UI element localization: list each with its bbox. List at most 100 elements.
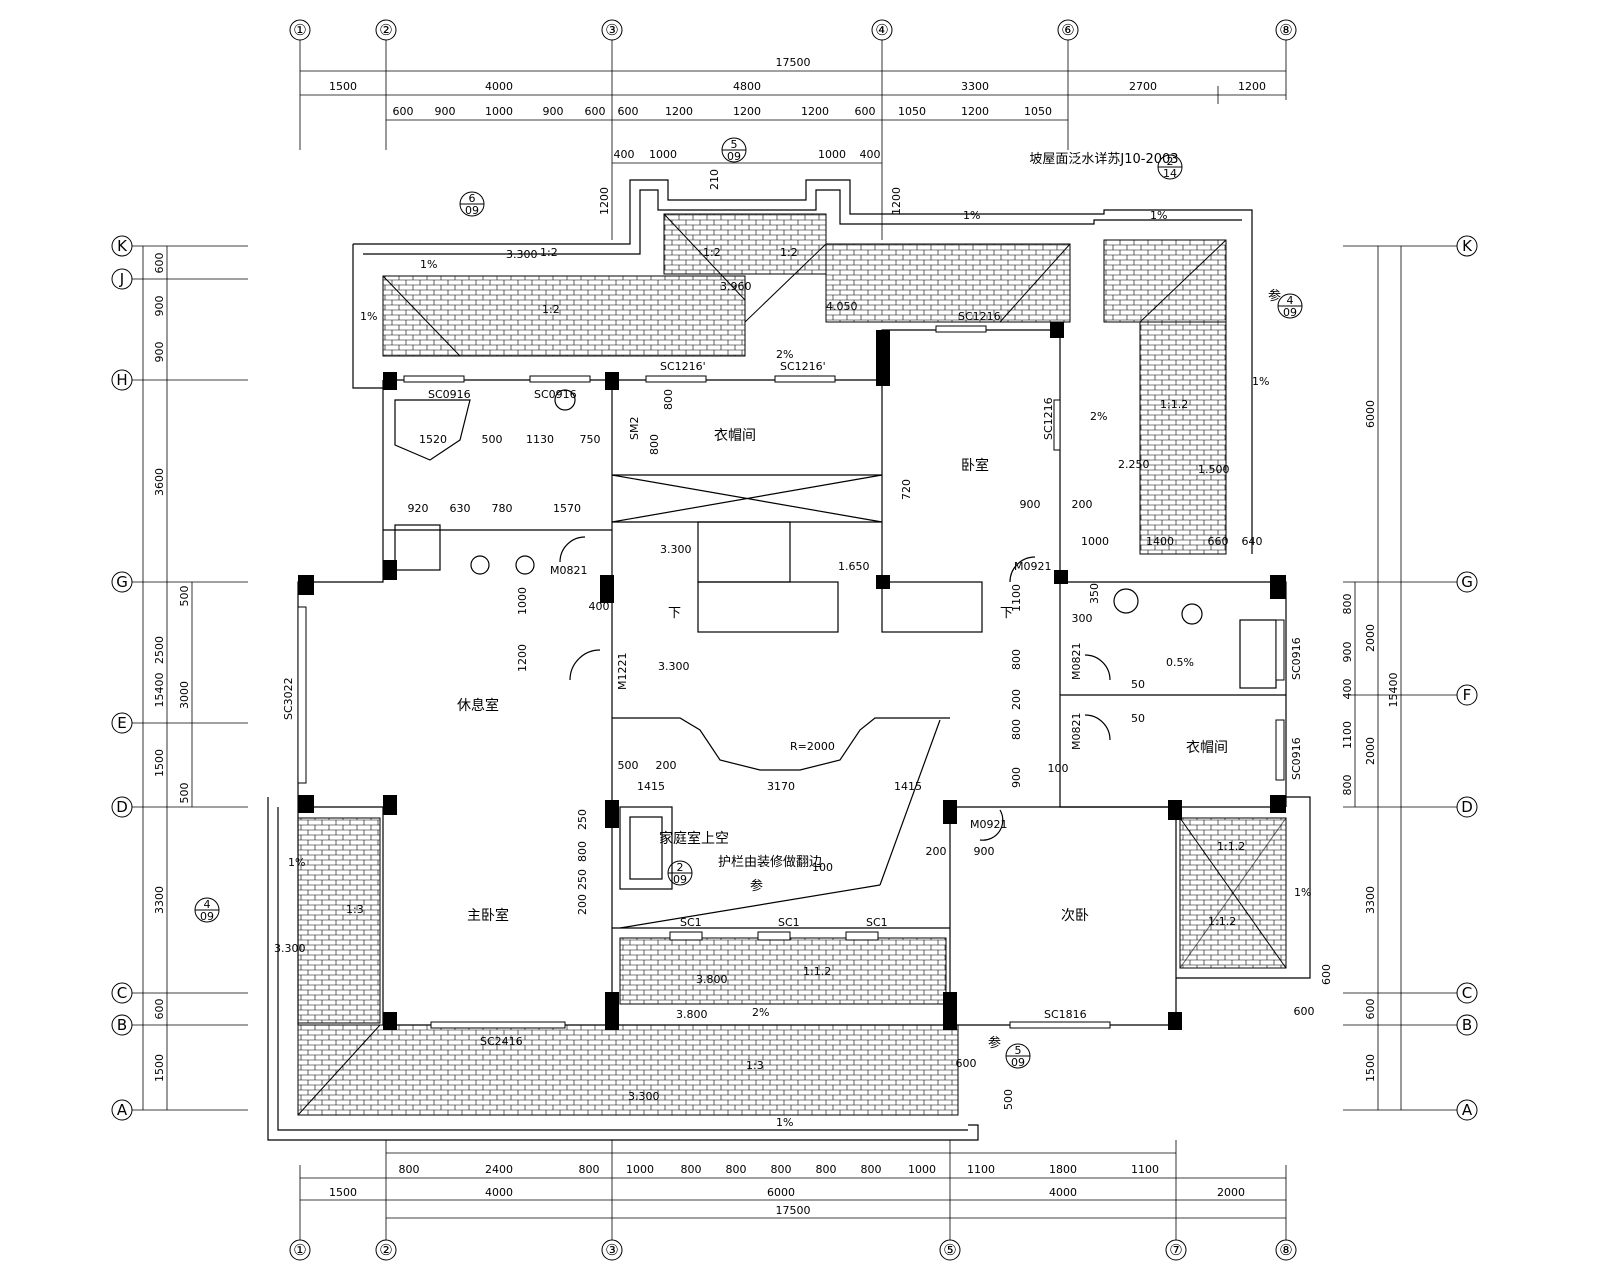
level-marks: 3.300 3.960 4.050 2.250 1.500 3.300 1.65… (274, 248, 1230, 1103)
stair-down: 下 (668, 606, 681, 621)
room-cloak-2: 衣帽间 (1186, 740, 1228, 756)
axis-top-8-label: ⑧ (1279, 21, 1292, 39)
axis-bottom-2-label: ② (379, 1241, 392, 1259)
window-tag: SC0916 (1290, 637, 1303, 680)
dim-right-seg: 600 (1364, 999, 1377, 1020)
interior-dim: 600 (1320, 964, 1333, 985)
axis-top-1: ① (289, 19, 311, 41)
dim-left-seg: 2500 (153, 636, 166, 664)
axis-top-6-label: ⑥ (1061, 21, 1074, 39)
interior-dim: 640 (1242, 535, 1263, 548)
level-mark: 3.960 (720, 280, 752, 293)
axis-left-H: H (111, 369, 133, 391)
room-labels: 衣帽间 卧室 休息室 主卧室 家庭室上空 次卧 衣帽间 (457, 428, 1228, 924)
axis-left-B-label: B (117, 1016, 127, 1034)
dim-bottom-mid: 4000 (485, 1186, 513, 1199)
interior-dim: 600 (1294, 1005, 1315, 1018)
axis-left-J: J (111, 268, 133, 290)
annotations: 坡屋面泛水详苏J10-2003 护栏由装修做翻边 参 参 参 下 下 R=200… (282, 151, 1303, 1051)
axis-top-4: ④ (871, 19, 893, 41)
interior-dim: 750 (580, 433, 601, 446)
door-tag: M0821 (1070, 713, 1083, 751)
window-tag: SC1216 (1042, 397, 1055, 440)
dim-top-fine: 1000 (485, 105, 513, 118)
dim-top-small: 400 (860, 148, 881, 161)
axis-right-K: K (1456, 235, 1478, 257)
detail-ref-number: 2 (1167, 155, 1174, 168)
axis-top-4-label: ④ (875, 21, 888, 39)
interior-dim: 720 (900, 479, 913, 500)
interior-dim: 210 (708, 169, 721, 190)
dim-bottom-fine: 800 (399, 1163, 420, 1176)
axis-right-F: F (1456, 684, 1478, 706)
axis-bottom-7-label: ⑦ (1169, 1241, 1182, 1259)
ref-can: 参 (988, 1035, 1001, 1051)
interior-dim: 200 (1010, 689, 1023, 710)
dim-bottom-mid: 6000 (767, 1186, 795, 1199)
dim-right-seg: 3300 (1364, 886, 1377, 914)
detail-ref-sheet: 14 (1163, 167, 1177, 180)
detail-ref-number: 4 (1287, 294, 1294, 307)
detail-ref-number: 5 (731, 138, 738, 151)
axis-left-C-label: C (117, 984, 127, 1002)
level-mark: 2.250 (1118, 458, 1150, 471)
interior-dim: 500 (482, 433, 503, 446)
dimension-lines (132, 40, 1457, 1240)
axis-right-B-label: B (1462, 1016, 1472, 1034)
axis-left-E-label: E (117, 714, 126, 732)
dim-bottom-fine: 1100 (1131, 1163, 1159, 1176)
dim-bottom-fine: 1100 (967, 1163, 995, 1176)
interior-dim: 800 (576, 841, 589, 862)
detail-ref-sheet: 09 (200, 910, 214, 923)
detail-ref-sheet: 09 (465, 204, 479, 217)
dim-top-fine: 900 (435, 105, 456, 118)
slope-mark: 1% (1150, 209, 1167, 222)
level-mark: 4.050 (826, 300, 858, 313)
interior-dim: 100 (1048, 762, 1069, 775)
slope-mark: 1:3 (746, 1059, 764, 1072)
dim-top-total: 17500 (776, 56, 811, 69)
dim-left-inner: 500 (178, 586, 191, 607)
room-rest: 休息室 (457, 697, 499, 714)
axis-left-C: C (111, 982, 133, 1004)
dim-left-seg: 3300 (153, 886, 166, 914)
axis-bottom-8-label: ⑧ (1279, 1241, 1292, 1259)
dim-left-inner: 500 (178, 783, 191, 804)
detail-ref-text: 5 09 6 09 2 14 4 09 4 09 2 09 5 09 100 (200, 138, 1297, 1069)
level-mark: 3.800 (676, 1008, 708, 1021)
axis-left-H-label: H (116, 371, 127, 389)
axis-top-8: ⑧ (1275, 19, 1297, 41)
room-cloak-1: 衣帽间 (714, 428, 756, 444)
axis-left-A-label: A (117, 1101, 128, 1119)
window-tag: SC1 (680, 916, 702, 929)
door-tag: M0921 (1014, 560, 1052, 573)
detail-refs (194, 137, 1303, 1069)
axis-bottom-7: ⑦ (1165, 1239, 1187, 1261)
interior-dim: 200 (656, 759, 677, 772)
interior-dim: 1200 (598, 187, 611, 215)
axis-right-B: B (1456, 1014, 1478, 1036)
detail-ref-number: 4 (204, 898, 211, 911)
level-mark: 3.300 (506, 248, 538, 261)
dim-left-inner: 3000 (178, 681, 191, 709)
detail-ref-sheet: 09 (1283, 306, 1297, 319)
slope-mark: 1% (1252, 375, 1269, 388)
axis-bottom-3-label: ③ (605, 1241, 618, 1259)
level-mark: 3.800 (696, 973, 728, 986)
axis-bottom-5-label: ⑤ (943, 1241, 956, 1259)
slope-mark: 1:1.2 (1160, 398, 1188, 411)
interior-dim: 1400 (1146, 535, 1174, 548)
dim-left-outer: 15400 (153, 673, 166, 708)
interior-dim: 800 (1010, 649, 1023, 670)
dim-top-mid: 4000 (485, 80, 513, 93)
axis-left-A: A (111, 1099, 133, 1121)
interior-dim: 200 (576, 894, 589, 915)
interior-dim: 630 (450, 502, 471, 515)
interior-dim: 1130 (526, 433, 554, 446)
axis-left-J-label: J (119, 270, 124, 288)
dim-bottom-mid: 4000 (1049, 1186, 1077, 1199)
interior-dim: 800 (1010, 719, 1023, 740)
slope-mark: 1% (360, 310, 377, 323)
room-family-void: 家庭室上空 (659, 830, 729, 847)
axis-right-C: C (1456, 982, 1478, 1004)
